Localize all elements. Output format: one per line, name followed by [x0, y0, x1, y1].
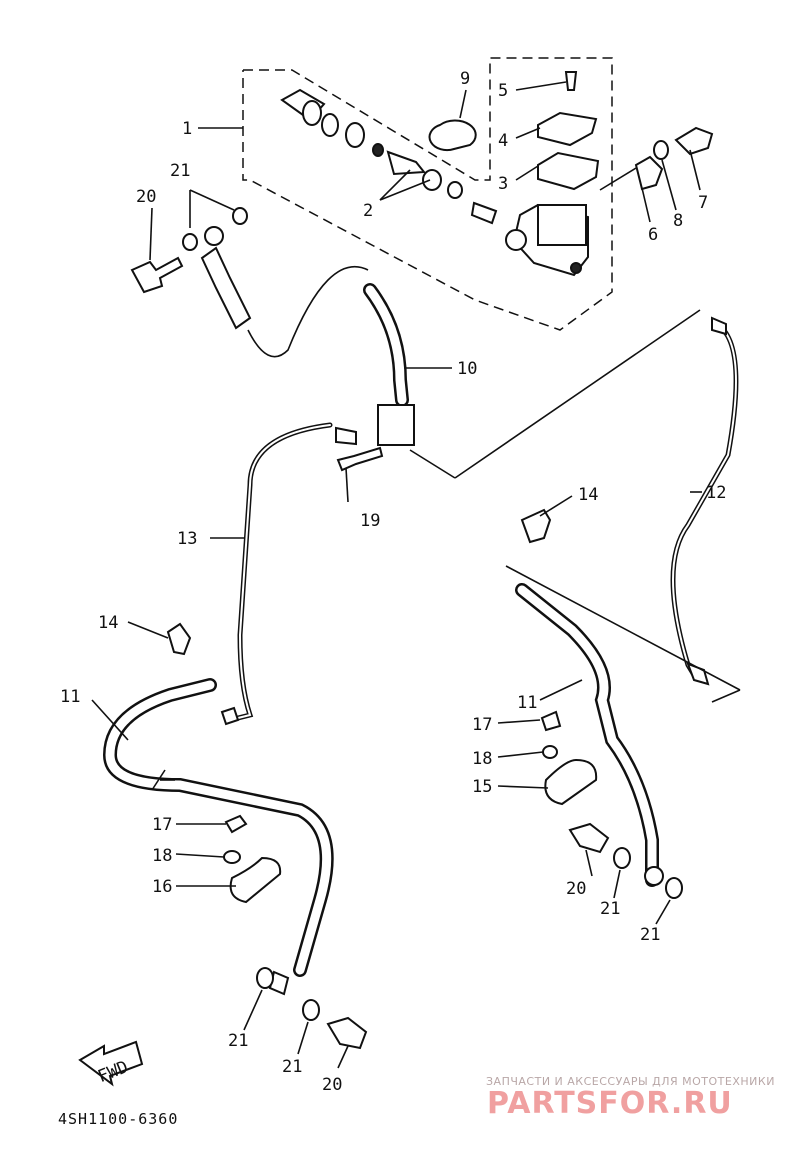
part-number-label: 17 — [472, 715, 492, 735]
part-number-labels: 1 2 3 4 5 6 7 8 9 10 11 11 12 13 14 14 1… — [60, 69, 726, 1095]
diagram-code: 4SH1100-6360 — [58, 1110, 179, 1128]
part-number-label: 13 — [177, 529, 197, 549]
part-number-label: 17 — [152, 815, 172, 835]
brake-pipe-12 — [409, 309, 739, 686]
part-number-label: 15 — [472, 777, 492, 797]
part-number-label: 20 — [566, 879, 586, 899]
part-number-label: 4 — [498, 131, 508, 151]
brake-pipe-13 — [220, 422, 333, 726]
master-cylinder-body — [505, 203, 589, 277]
part-number-label: 21 — [282, 1057, 302, 1077]
watermark-tagline: ЗАПЧАСТИ И АКСЕССУАРЫ ДЛЯ МОТОТЕХНИКИ — [486, 1075, 775, 1088]
brake-hose-11-left — [102, 678, 334, 996]
brake-hose-10 — [247, 265, 409, 407]
part-number-label: 11 — [517, 693, 537, 713]
watermark-brand: PARTSFOR.RU — [487, 1086, 733, 1121]
part-number-label: 18 — [472, 749, 492, 769]
three-way-joint — [335, 404, 415, 472]
part-number-label: 11 — [60, 687, 80, 707]
part-number-label: 21 — [640, 925, 660, 945]
leader-lines — [91, 81, 702, 1069]
part-number-label: 21 — [170, 161, 190, 181]
reservoir-parts — [428, 71, 600, 191]
part-number-label: 6 — [648, 225, 658, 245]
bracket-bolt-parts — [599, 126, 714, 191]
part-number-label: 21 — [228, 1031, 248, 1051]
right-hose-holder-hardware — [540, 710, 683, 899]
part-number-label: 9 — [460, 69, 470, 89]
part-number-label: 14 — [98, 613, 118, 633]
piston-kit — [280, 88, 498, 225]
hose-clips — [166, 508, 552, 656]
part-number-label: 16 — [152, 877, 172, 897]
brake-hose-11-right — [505, 565, 741, 887]
part-number-label: 10 — [457, 359, 477, 379]
left-hose-holder-hardware — [223, 814, 368, 1050]
part-number-label: 7 — [698, 193, 708, 213]
part-number-label: 20 — [322, 1075, 342, 1095]
upper-banjo-parts — [130, 189, 252, 330]
part-number-label: 3 — [498, 174, 508, 194]
part-number-label: 19 — [360, 511, 380, 531]
part-number-label: 21 — [600, 899, 620, 919]
part-number-label: 8 — [673, 211, 683, 231]
master-cylinder-assembly-outline — [242, 57, 613, 331]
part-number-label: 14 — [578, 485, 598, 505]
part-number-label: 12 — [706, 483, 726, 503]
fwd-arrow: FWD — [78, 1040, 144, 1087]
part-number-label: 1 — [182, 119, 192, 139]
part-number-label: 2 — [363, 201, 373, 221]
part-number-label: 18 — [152, 846, 172, 866]
part-number-label: 20 — [136, 187, 156, 207]
part-number-label: 5 — [498, 81, 508, 101]
